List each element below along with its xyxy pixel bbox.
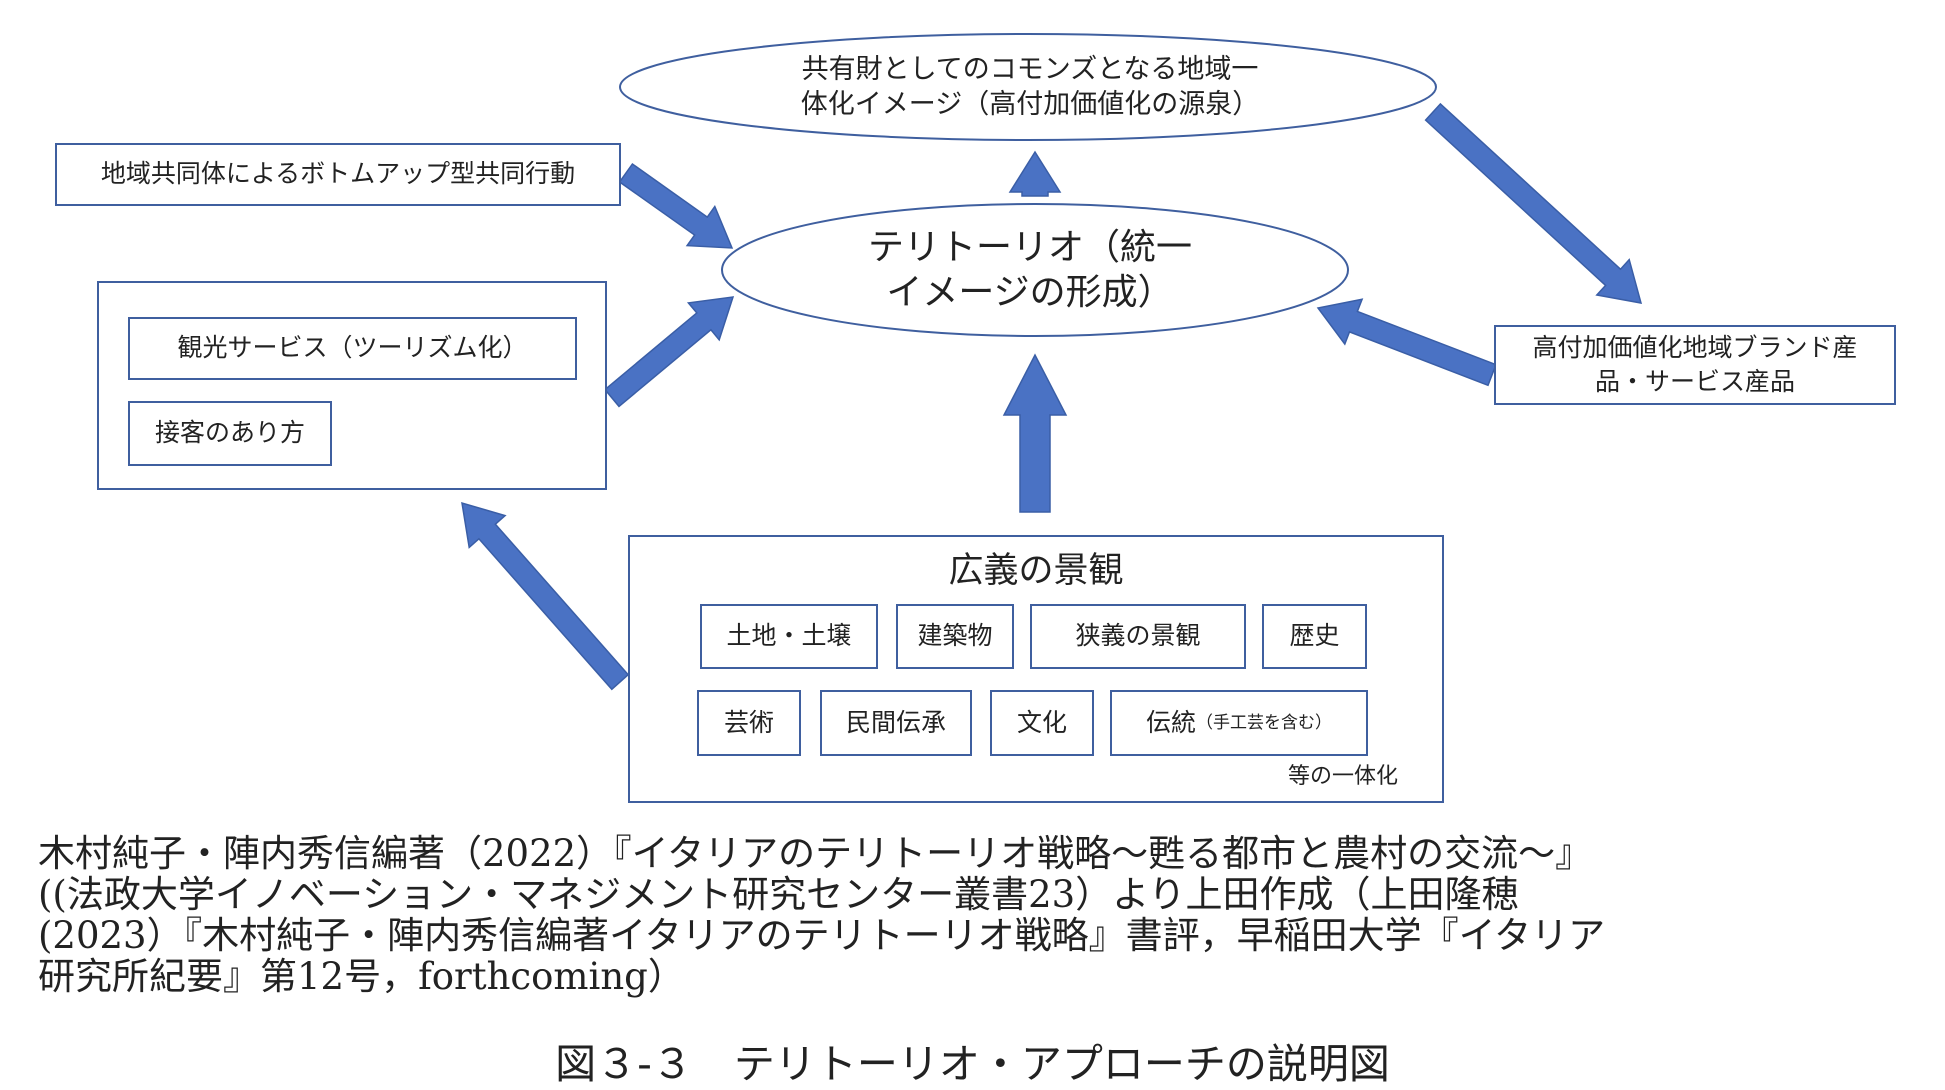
- tradition-note: （手工芸を含む）: [1196, 712, 1332, 733]
- arrow-brand-to-center: [1316, 298, 1497, 387]
- hospitality-label: 接客のあり方: [154, 418, 305, 448]
- center-ellipse-line-1: テリトーリオ（統一: [867, 227, 1192, 268]
- landscape-item-art-label: 芸術: [723, 707, 774, 737]
- top-ellipse-line-1: 共有財としてのコモンズとなる地域一: [801, 53, 1259, 85]
- landscape-item-culture: 文化: [990, 690, 1094, 756]
- tourism-group-box: 観光サービス（ツーリズム化） 接客のあり方: [97, 281, 607, 490]
- top-ellipse-label: 共有財としてのコモンズとなる地域一 体化イメージ（高付加価値化の源泉）: [660, 47, 1400, 127]
- caption-line-2: ((法政大学イノベーション・マネジメント研究センター叢書23）より上田作成（上田…: [38, 873, 1519, 916]
- landscape-title: 広義の景観: [948, 551, 1124, 592]
- center-ellipse: [721, 203, 1349, 337]
- caption-line-1: 木村純子・陣内秀信編著（2022）『イタリアのテリトーリオ戦略〜甦る都市と農村の…: [38, 832, 1593, 875]
- bottom-up-box: 地域共同体によるボトムアップ型共同行動: [55, 143, 621, 206]
- landscape-item-soil: 土地・土壌: [700, 604, 878, 669]
- arrow-tourism-to-center: [603, 296, 735, 408]
- center-ellipse-line-2: イメージの形成）: [886, 272, 1174, 313]
- landscape-item-architecture: 建築物: [896, 604, 1014, 669]
- landscape-item-tradition-label: 伝統（手工芸を含む）: [1112, 692, 1366, 754]
- landscape-item-folklore-label: 民間伝承: [845, 707, 946, 737]
- arrow-landscape-to-tourism: [461, 501, 630, 691]
- landscape-footer: 等の一体化: [1287, 763, 1398, 789]
- landscape-item-tradition: 伝統（手工芸を含む）: [1110, 690, 1368, 756]
- tourism-service-label: 観光サービス（ツーリズム化）: [177, 333, 528, 363]
- tourism-service-box: 観光サービス（ツーリズム化）: [128, 317, 577, 380]
- landscape-item-history-label: 歴史: [1289, 621, 1340, 651]
- brand-label: 高付加価値化地域ブランド産 品・サービス産品: [1496, 327, 1894, 403]
- landscape-item-architecture-label: 建築物: [917, 621, 993, 651]
- landscape-item-narrow-landscape-label: 狭義の景観: [1075, 621, 1201, 651]
- tradition-main: 伝統: [1145, 707, 1196, 737]
- brand-line-2: 品・サービス産品: [1594, 367, 1795, 396]
- hospitality-box: 接客のあり方: [128, 401, 332, 466]
- arrow-top-to-brand: [1424, 102, 1643, 304]
- arrow-bottomup-to-center: [618, 162, 734, 249]
- top-ellipse: [619, 33, 1437, 141]
- caption-line-4: 研究所紀要』第12号，forthcoming）: [38, 955, 685, 998]
- landscape-item-soil-label: 土地・土壌: [726, 621, 852, 651]
- landscape-item-folklore: 民間伝承: [820, 690, 972, 756]
- figure-title: 図３-３ テリトーリオ・アプローチの説明図: [555, 1040, 1390, 1088]
- arrow-center-to-top: [1008, 150, 1062, 197]
- brand-box: 高付加価値化地域ブランド産 品・サービス産品: [1494, 325, 1896, 405]
- landscape-item-narrow-landscape: 狭義の景観: [1030, 604, 1246, 669]
- landscape-item-art: 芸術: [697, 690, 801, 756]
- landscape-group-box: 広義の景観 土地・土壌 建築物 狭義の景観 歴史 芸術 民間伝承 文化 伝統（手…: [628, 535, 1444, 803]
- landscape-item-culture-label: 文化: [1016, 707, 1067, 737]
- source-caption: 木村純子・陣内秀信編著（2022）『イタリアのテリトーリオ戦略〜甦る都市と農村の…: [38, 833, 1938, 997]
- bottom-up-label: 地域共同体によるボトムアップ型共同行動: [100, 159, 576, 189]
- brand-line-1: 高付加価値化地域ブランド産: [1532, 333, 1858, 363]
- arrow-landscape-to-center: [1002, 353, 1068, 513]
- top-ellipse-line-2: 体化イメージ（高付加価値化の源泉）: [800, 89, 1260, 120]
- landscape-item-history: 歴史: [1262, 604, 1367, 669]
- caption-line-3: (2023）『木村純子・陣内秀信編著イタリアのテリトーリオ戦略』書評，早稲田大学…: [38, 914, 1606, 957]
- center-ellipse-label: テリトーリオ（統一 イメージの形成）: [760, 215, 1300, 325]
